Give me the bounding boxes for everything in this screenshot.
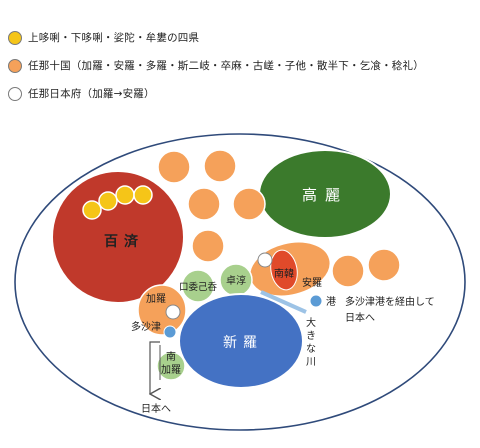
river-char-2: き bbox=[306, 330, 316, 342]
river-char-4: 川 bbox=[306, 357, 316, 368]
orange-state-1 bbox=[157, 150, 191, 184]
legend-text-orange: 任那十国（加羅・安羅・多羅・斯二岐・卒麻・古嵯・子他・散半下・乞飡・稔礼） bbox=[28, 60, 424, 72]
east-port-icon bbox=[309, 294, 323, 308]
yellow-county-3 bbox=[115, 185, 135, 205]
orange-state-4 bbox=[232, 187, 266, 221]
orange-dot-icon bbox=[8, 58, 22, 73]
kara-label: 加羅 bbox=[146, 293, 166, 305]
orange-state-3 bbox=[187, 187, 221, 221]
mimana-office-kara bbox=[165, 304, 181, 320]
goguryeo-label: 高麗 bbox=[302, 186, 348, 204]
silla-label: 新羅 bbox=[223, 335, 263, 351]
orange-state-7 bbox=[367, 248, 401, 282]
south-kara-label-1: 南 bbox=[166, 350, 176, 363]
to-japan-label: 日本へ bbox=[141, 402, 171, 415]
silla-region bbox=[178, 293, 304, 389]
white-dot-icon bbox=[8, 86, 22, 101]
yellow-county-4 bbox=[133, 185, 153, 205]
route-note-line-1: 多沙津港を経由して bbox=[345, 295, 435, 308]
legend-item-yellow: 上哆唎・下哆唎・娑陀・牟婁の四県 bbox=[8, 30, 199, 45]
kara-region bbox=[137, 284, 187, 336]
ara-label: 安羅 bbox=[302, 276, 322, 289]
legend-text-yellow: 上哆唎・下哆唎・娑陀・牟婁の四県 bbox=[28, 32, 200, 44]
orange-state-2 bbox=[203, 149, 237, 183]
river-line bbox=[260, 290, 307, 314]
tasa-port-icon bbox=[163, 325, 177, 339]
tokusun-label: 卓淳 bbox=[226, 274, 246, 287]
legend-item-white: 任那日本府（加羅→安羅） bbox=[8, 86, 155, 101]
south-kara-region bbox=[156, 351, 186, 381]
kuwagi-label: 口委己呑 bbox=[179, 281, 218, 293]
baekje-label: 百済 bbox=[104, 233, 144, 250]
yellow-county-2 bbox=[98, 191, 118, 211]
south-kara-label-2: 加羅 bbox=[161, 364, 181, 376]
legend-text-white: 任那日本府（加羅→安羅） bbox=[28, 88, 155, 100]
mimana-office-ara bbox=[257, 252, 273, 268]
port-label: 港 bbox=[326, 296, 336, 308]
yellow-county-1 bbox=[82, 200, 102, 220]
orange-state-5 bbox=[191, 229, 225, 263]
river-char-1: 大 bbox=[306, 316, 316, 329]
tasa-label: 多沙津 bbox=[131, 320, 161, 333]
orange-state-6 bbox=[331, 254, 365, 288]
route-note-line-2: 日本へ bbox=[345, 311, 375, 324]
river-char-3: な bbox=[306, 343, 316, 355]
yellow-dot-icon bbox=[8, 30, 22, 45]
kuwagi-region bbox=[181, 269, 215, 303]
south-han-label: 南韓 bbox=[274, 267, 294, 280]
legend-item-orange: 任那十国（加羅・安羅・多羅・斯二岐・卒麻・古嵯・子他・散半下・乞飡・稔礼） bbox=[8, 58, 424, 73]
route-arrow bbox=[150, 341, 160, 394]
south-han-region bbox=[270, 249, 298, 291]
